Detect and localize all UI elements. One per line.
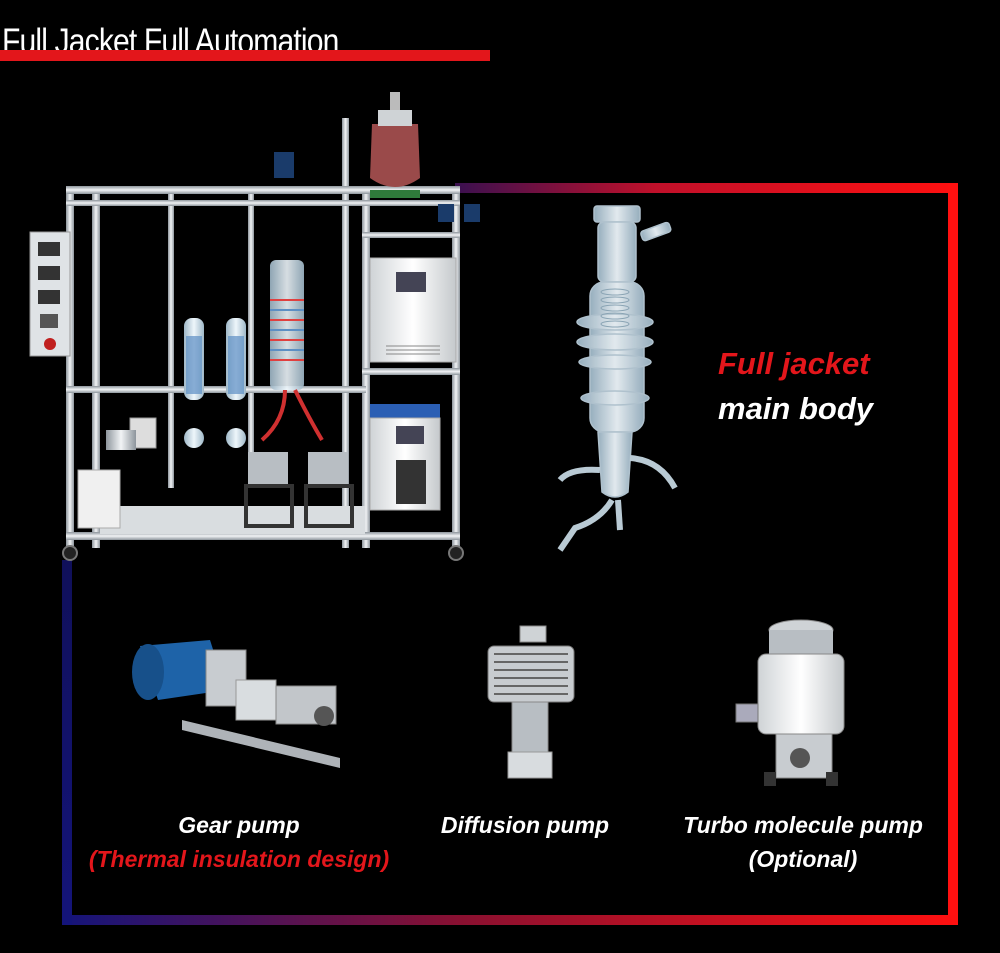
diffusion-pump-label: Diffusion pump xyxy=(440,812,610,838)
full-jacket-label: Full jacket xyxy=(718,346,870,381)
turbo-molecule-pump-label: Turbo molecule pump xyxy=(683,812,923,838)
main-body-label: main body xyxy=(718,391,874,426)
turbo-molecule-pump-note: (Optional) xyxy=(748,846,858,872)
gear-pump-note: (Thermal insulation design) xyxy=(88,846,390,872)
title-underline xyxy=(0,50,490,61)
gear-pump-label: Gear pump xyxy=(178,812,300,838)
